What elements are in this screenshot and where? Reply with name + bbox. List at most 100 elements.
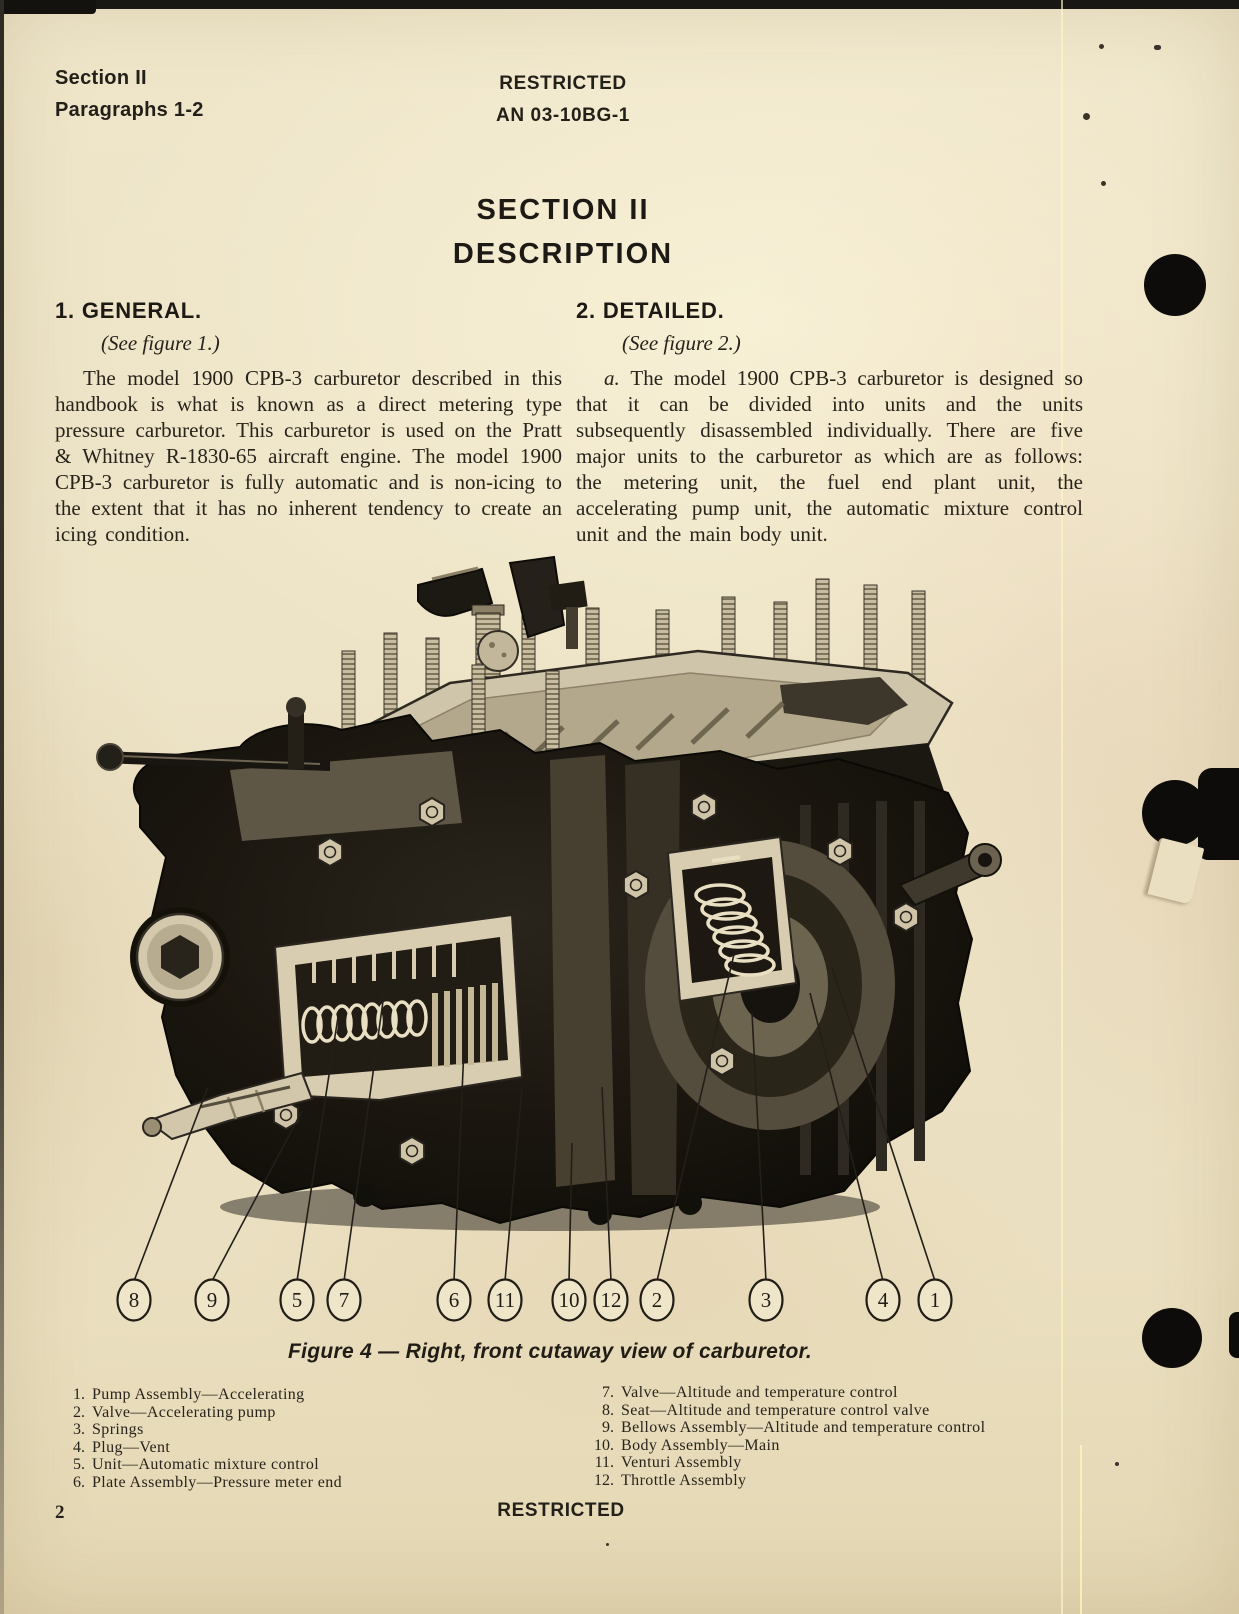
punch-hole-mark-top — [1144, 254, 1206, 316]
legend-label: Unit—Automatic mixture control — [92, 1456, 320, 1474]
edge-notch-mark — [1229, 1312, 1239, 1358]
legend-number: 10. — [594, 1436, 614, 1454]
detailed-figure-ref: (See figure 2.) — [622, 331, 741, 355]
figure-callout: 9 — [194, 1278, 230, 1322]
legend-item: 9.Bellows Assembly—Altitude and temperat… — [560, 1419, 1080, 1437]
throttle-lever — [898, 843, 1002, 907]
figure-callout: 5 — [279, 1278, 315, 1322]
legend-number: 4. — [73, 1438, 85, 1456]
legend-number: 7. — [602, 1384, 614, 1401]
ink-speck — [1115, 1462, 1119, 1466]
figure-legend-right: 7.Valve—Altitude and temperature control… — [560, 1384, 1080, 1490]
scan-edge-top-corner — [0, 0, 96, 14]
detailed-heading: 2. DETAILED. — [576, 298, 725, 323]
header-doc-number: AN 03-10BG-1 — [496, 105, 630, 126]
legend-label: Venturi Assembly — [621, 1454, 742, 1472]
figure-callout: 3 — [748, 1278, 784, 1322]
paper-fold-line — [1061, 0, 1063, 1614]
legend-item: 5. Unit—Automatic mixture control — [55, 1456, 515, 1474]
detailed-paragraph: a. The model 1900 CPB-3 carburetor is de… — [576, 365, 1083, 547]
general-figure-ref: (See figure 1.) — [101, 331, 220, 355]
figure-callout: 6 — [436, 1278, 472, 1322]
svg-text:5: 5 — [292, 1288, 303, 1312]
paper-fold-line-lower — [1080, 1445, 1082, 1614]
legend-label: Bellows Assembly—Altitude and temperatur… — [621, 1419, 986, 1437]
scan-edge-left — [0, 0, 4, 1614]
column-detailed: 2. DETAILED. (See figure 2.) a. The mode… — [576, 298, 1083, 547]
legend-label: Springs — [92, 1421, 144, 1439]
figure-callouts: 8 9 5 7 6 11 10 12 2 3 4 1 — [116, 1278, 953, 1322]
legend-item: 10. Body Assembly—Main — [560, 1437, 1080, 1455]
legend-label: Body Assembly—Main — [621, 1436, 780, 1454]
punch-hole-mark-middle — [1142, 780, 1208, 846]
valve-seat-probe — [142, 1071, 314, 1141]
svg-text:3: 3 — [761, 1288, 772, 1312]
legend-item: 12.Throttle Assembly — [560, 1472, 1080, 1490]
callout-leader-lines — [133, 949, 936, 1282]
legend-label: Valve—Accelerating pump — [92, 1403, 276, 1421]
svg-text:11: 11 — [495, 1288, 515, 1312]
torn-paper-chip — [1145, 837, 1205, 905]
svg-text:1: 1 — [930, 1288, 941, 1312]
legend-label: Plate Assembly—Pressure meter end — [92, 1473, 343, 1491]
legend-label: Pump Assembly—Accelerating — [92, 1386, 305, 1403]
legend-item: 6.Plate Assembly—Pressure meter end — [55, 1474, 515, 1492]
section-title: SECTION II — [476, 194, 650, 226]
legend-item: 1. Pump Assembly—Accelerating — [55, 1386, 515, 1404]
detailed-paragraph-text: The model 1900 CPB-3 carburetor is desig… — [576, 366, 1083, 546]
body-bottom-bosses — [353, 1183, 702, 1225]
header-center: RESTRICTED AN 03-10BG-1 — [496, 68, 630, 132]
legend-number: 11. — [594, 1454, 614, 1472]
hex-plug — [130, 907, 230, 1007]
header-section: Section II — [55, 67, 147, 89]
svg-text:10: 10 — [559, 1288, 580, 1312]
section-subtitle: DESCRIPTION — [452, 238, 674, 270]
detailed-lead: a. — [604, 366, 620, 390]
figure-callout: 12 — [593, 1278, 629, 1322]
figure-callout: 4 — [865, 1278, 901, 1322]
ink-speck — [1099, 44, 1104, 49]
figure-caption: Figure 4 — Right, front cutaway view of … — [287, 1340, 813, 1363]
legend-number: 8. — [602, 1401, 614, 1419]
text-columns: 1. GENERAL. (See figure 1.) The model 19… — [55, 298, 1083, 547]
legend-item: 3.Springs — [55, 1421, 515, 1439]
svg-text:9: 9 — [207, 1288, 218, 1312]
control-arm — [96, 697, 330, 771]
ink-bleed-right-edge — [1198, 768, 1239, 860]
ink-speck — [606, 1543, 609, 1546]
cutaway-pump-valve — [666, 835, 798, 1003]
figure-legend-left: 1. Pump Assembly—Accelerating 2. Valve—Acc… — [55, 1386, 515, 1492]
legend-item: 7.Valve—Altitude and temperature control — [560, 1384, 1080, 1402]
column-general: 1. GENERAL. (See figure 1.) The model 19… — [55, 298, 562, 547]
figure-callout: 10 — [551, 1278, 587, 1322]
legend-number: 5. — [73, 1456, 85, 1474]
svg-text:8: 8 — [129, 1288, 140, 1312]
scan-edge-top — [0, 0, 1239, 9]
ink-speck — [1154, 45, 1161, 50]
figure-callout: 2 — [639, 1278, 675, 1322]
legend-number: 12. — [594, 1471, 614, 1489]
header-left: Section II Paragraphs 1-2 — [55, 62, 204, 126]
punch-hole-mark-bottom — [1142, 1308, 1202, 1368]
cutaway-mixture-control — [273, 913, 524, 1102]
svg-text:6: 6 — [449, 1288, 460, 1312]
svg-text:7: 7 — [339, 1288, 350, 1312]
ink-speck — [1083, 113, 1090, 120]
general-heading: 1. GENERAL. — [55, 298, 202, 323]
general-paragraph: The model 1900 CPB-3 carburetor describe… — [55, 366, 562, 546]
figure-illustration: 8 9 5 7 6 11 10 12 2 3 4 1 — [96, 555, 1002, 1322]
legend-label: Plug—Vent — [92, 1438, 171, 1456]
header-classification: RESTRICTED — [499, 73, 627, 94]
svg-text:4: 4 — [878, 1288, 889, 1312]
ink-speck — [1101, 181, 1106, 186]
figure-callout: 1 — [917, 1278, 953, 1322]
page-number: 2 — [55, 1502, 65, 1523]
svg-text:2: 2 — [652, 1288, 663, 1312]
legend-item: 11. Venturi Assembly — [560, 1454, 1080, 1472]
legend-item: 2. Valve—Accelerating pump — [55, 1404, 515, 1422]
svg-text:12: 12 — [601, 1288, 622, 1312]
legend-number: 1. — [73, 1386, 85, 1403]
legend-number: 2. — [73, 1403, 85, 1421]
legend-label: Seat—Altitude and temperature control va… — [621, 1401, 930, 1419]
